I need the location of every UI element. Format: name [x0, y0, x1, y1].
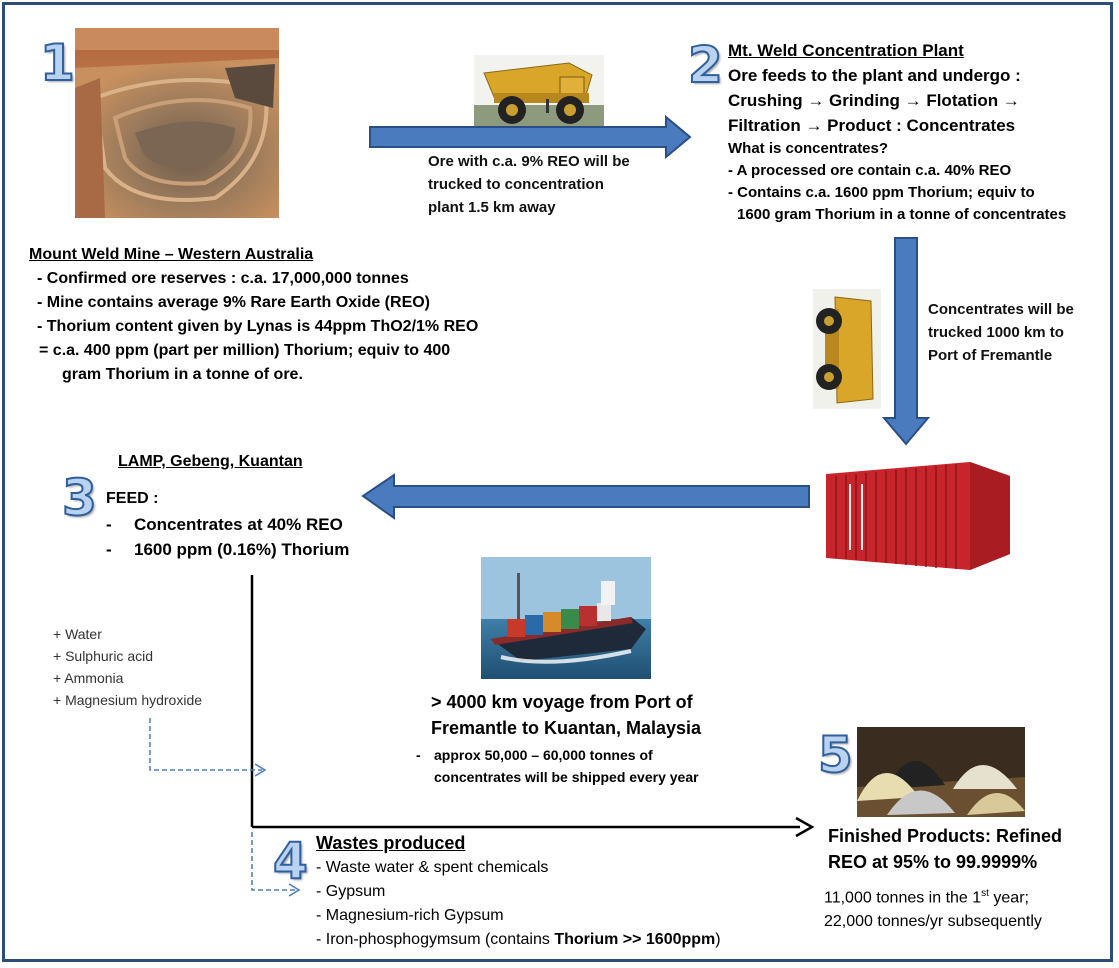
step-2-bullet: - A processed ore contain c.a. 40% REO: [728, 162, 1012, 179]
shipping-container-photo: [826, 462, 1010, 570]
cargo-ship-photo: [481, 557, 651, 679]
reagent-item: + Sulphuric acid: [53, 648, 154, 664]
voyage-detail-line: concentrates will be shipped every year: [434, 769, 699, 785]
output-superscript: st: [981, 888, 989, 899]
waste-item: - Waste water & spent chemicals: [316, 859, 549, 876]
step-2-process-line: Filtration → Product : Concentrates: [728, 116, 1016, 135]
step-5-output: 11,000 tonnes in the 1st year; 22,000 to…: [824, 882, 1042, 934]
refined-reo-powders-photo: [857, 727, 1025, 817]
reagent-item: + Magnesium hydroxide: [53, 692, 203, 708]
voyage-title-line: > 4000 km voyage from Port of: [431, 692, 693, 712]
waste-item-text: ): [715, 931, 721, 948]
feed-item: 1600 ppm (0.16%) Thorium: [134, 540, 350, 559]
arrow-port-to-lamp: [361, 473, 810, 520]
step-1-bullet: - Thorium content given by Lynas is 44pp…: [37, 318, 479, 335]
reagent-item: + Water: [53, 626, 102, 642]
step-5-title-line: Finished Products: Refined: [828, 826, 1063, 846]
arrow-mine-to-plant: [369, 114, 692, 160]
feed-item-dash: -: [106, 515, 112, 534]
step-1-title: Mount Weld Mine – Western Australia: [29, 246, 314, 263]
waste-item: - Magnesium-rich Gypsum: [316, 907, 504, 924]
step-2-process-line: Crushing → Grinding → Flotation →: [728, 91, 1020, 110]
voyage-detail-dash: -: [416, 747, 421, 763]
step-5-title-line: REO at 95% to 99.9999%: [828, 852, 1038, 872]
step-2-description: Mt. Weld Concentration Plant Ore feeds t…: [728, 38, 1066, 226]
step-2-question: What is concentrates?: [728, 140, 889, 157]
feed-item: Concentrates at 40% REO: [134, 515, 343, 534]
transport-2-line: Port of Fremantle: [928, 347, 1053, 364]
transport-2-line: trucked 1000 km to: [928, 324, 1064, 341]
step-2-number: 2: [687, 36, 724, 94]
waste-item-text: - Iron-phosphogymsum (contains: [316, 931, 555, 948]
transport-2-note: Concentrates will be trucked 1000 km to …: [928, 298, 1074, 367]
step-5-number: 5: [817, 726, 854, 784]
voyage-title: > 4000 km voyage from Port of Fremantle …: [431, 689, 701, 741]
voyage-detail-line: approx 50,000 – 60,000 tonnes of: [434, 747, 653, 763]
dump-truck-rotated-photo: [813, 289, 881, 409]
transport-2-line: Concentrates will be: [928, 301, 1074, 318]
output-text: year;: [988, 889, 1029, 907]
output-text: 11,000 tonnes in the 1: [824, 889, 982, 907]
step-5-title: Finished Products: Refined REO at 95% to…: [828, 823, 1062, 875]
step-1-bullet: - Mine contains average 9% Rare Earth Ox…: [37, 294, 431, 311]
step-3-feed-list: - Concentrates at 40% REO - 1600 ppm (0.16…: [106, 512, 349, 562]
step-2-bullet: - Contains c.a. 1600 ppm Thorium; equiv …: [728, 184, 1035, 201]
waste-item-thorium-note: Thorium >> 1600ppm: [554, 931, 716, 948]
reagents-list: + Water + Sulphuric acid + Ammonia + Mag…: [53, 623, 202, 711]
step-1-number: 1: [39, 34, 76, 92]
voyage-title-line: Fremantle to Kuantan, Malaysia: [431, 718, 702, 738]
step-2-line: Ore feeds to the plant and undergo :: [728, 66, 1021, 85]
transport-1-line: Ore with c.a. 9% REO will be: [428, 153, 630, 170]
step-2-title: Mt. Weld Concentration Plant: [728, 41, 964, 60]
step-4-number: 4: [272, 832, 309, 890]
step-1-bullet: = c.a. 400 ppm (part per million) Thoriu…: [39, 342, 451, 359]
waste-item: - Iron-phosphogymsum (contains Thorium >…: [316, 928, 721, 952]
voyage-detail: approx 50,000 – 60,000 tonnes of concent…: [434, 744, 699, 788]
waste-item: - Gypsum: [316, 883, 386, 900]
step-3-title: LAMP, Gebeng, Kuantan: [118, 453, 303, 470]
arrow-plant-to-port: [881, 237, 931, 446]
output-text: 22,000 tonnes/yr subsequently: [824, 913, 1042, 931]
step-2-bullet: 1600 gram Thorium in a tonne of concentr…: [737, 206, 1067, 223]
step-3-feed-label: FEED :: [106, 490, 159, 507]
step-4-description: Wastes produced - Waste water & spent ch…: [316, 830, 721, 952]
step-1-bullet: - Confirmed ore reserves : c.a. 17,000,0…: [37, 270, 409, 287]
transport-1-note: Ore with c.a. 9% REO will be trucked to …: [428, 150, 630, 219]
dump-truck-photo: [474, 55, 604, 127]
step-4-title: Wastes produced: [316, 833, 466, 853]
feed-item-dash: -: [106, 540, 112, 559]
open-pit-mine-photo: [75, 28, 279, 218]
transport-1-line: plant 1.5 km away: [428, 199, 556, 216]
step-3-number: 3: [61, 469, 98, 527]
step-1-bullet: gram Thorium in a tonne of ore.: [62, 366, 303, 383]
reagent-item: + Ammonia: [53, 670, 124, 686]
step-1-description: Mount Weld Mine – Western Australia - Co…: [29, 243, 478, 387]
transport-1-line: trucked to concentration: [428, 176, 604, 193]
